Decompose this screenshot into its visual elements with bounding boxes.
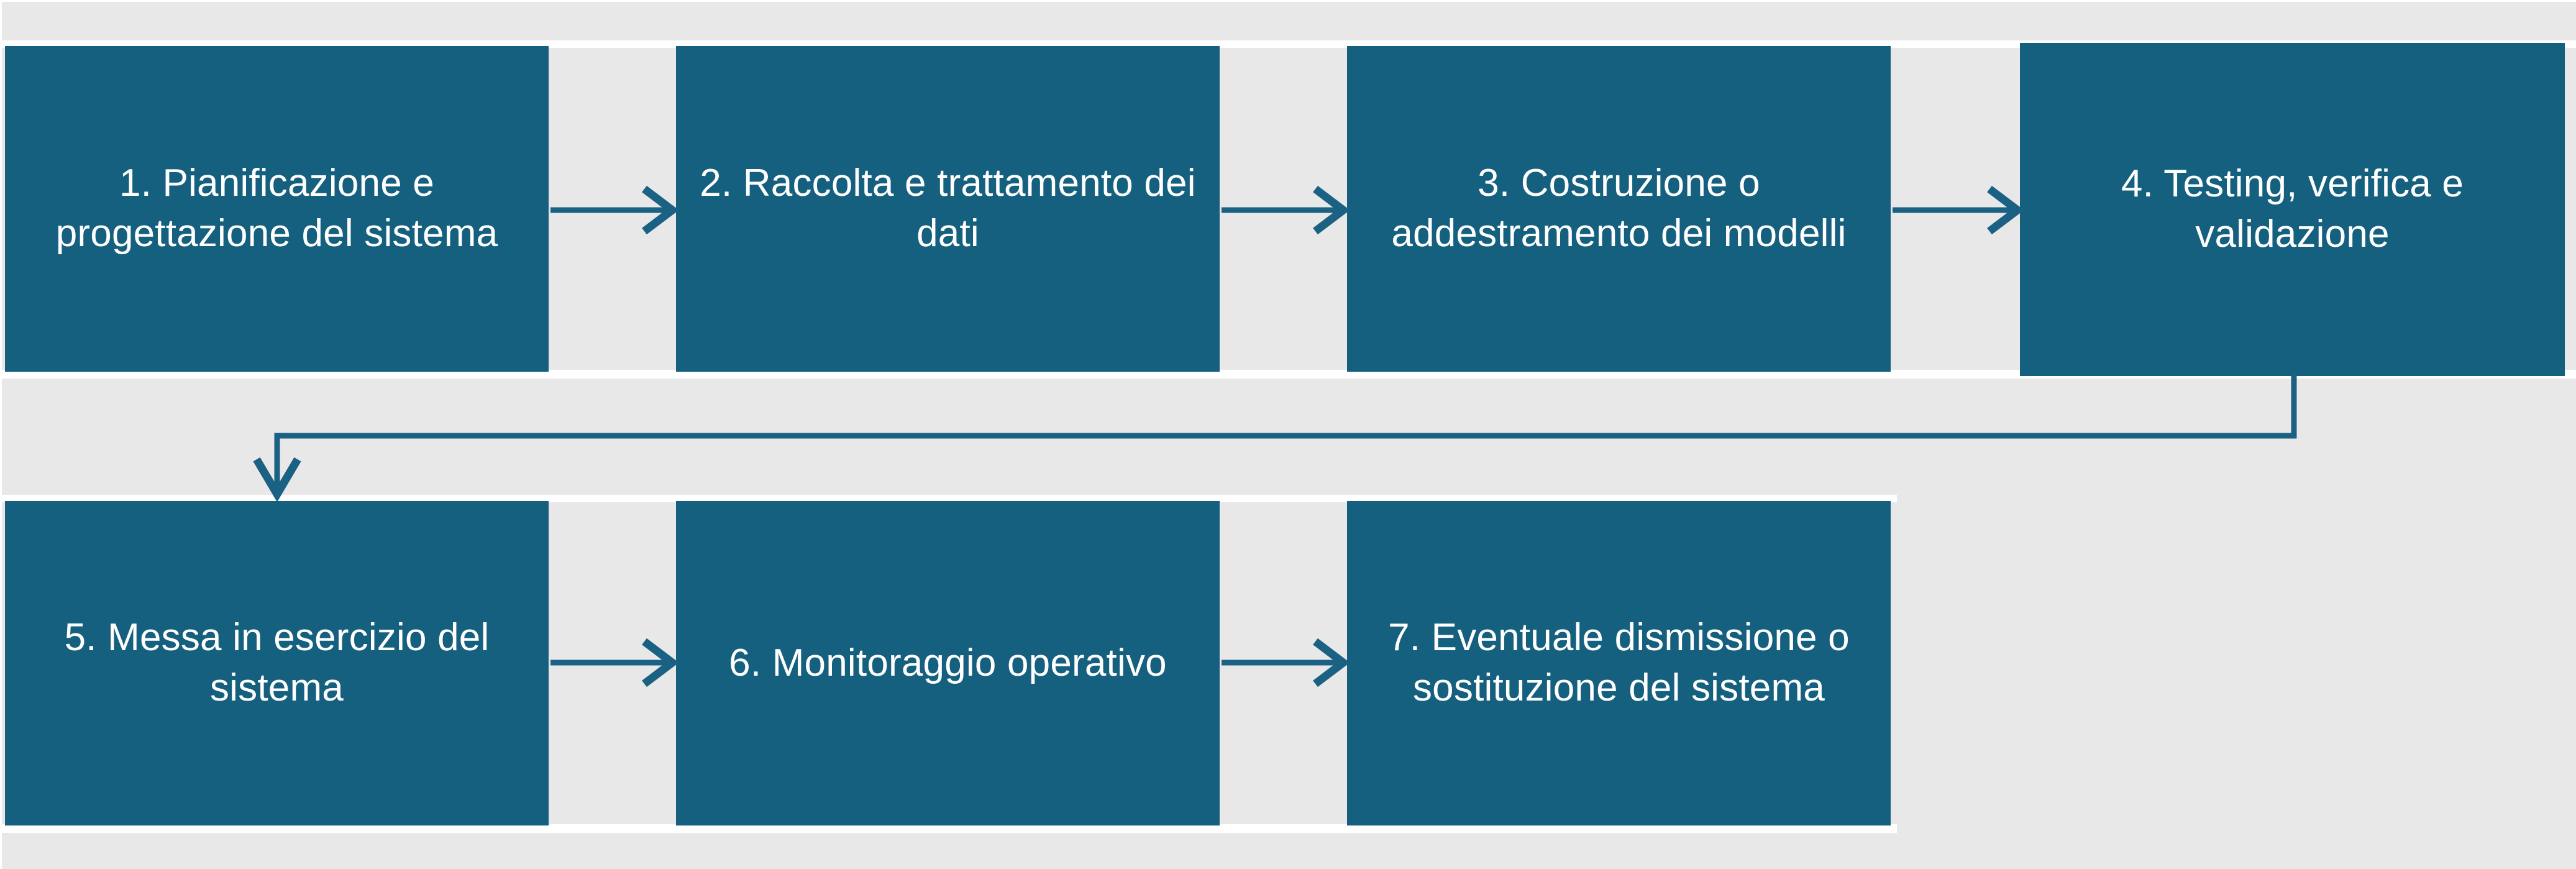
- node-step-2-label: 2. Raccolta e trattamento dei dati: [700, 162, 1196, 255]
- node-step-3-label: 3. Costruzione o addestramento dei model…: [1391, 162, 1847, 255]
- node-step-2[interactable]: 2. Raccolta e trattamento dei dati: [676, 46, 1220, 372]
- connector-arrow-5-6: [550, 638, 679, 687]
- node-step-6-label: 6. Monitoraggio operativo: [729, 641, 1167, 684]
- node-step-3[interactable]: 3. Costruzione o addestramento dei model…: [1347, 46, 1891, 372]
- node-step-5-label: 5. Messa in esercizio del sistema: [64, 616, 490, 709]
- row2-gutter-top: [2, 495, 1897, 502]
- node-step-7[interactable]: 7. Eventuale dismissione o sostituzione …: [1347, 501, 1891, 825]
- node-step-7-label: 7. Eventuale dismissione o sostituzione …: [1388, 616, 1850, 709]
- node-step-4-label: 4. Testing, verifica e validazione: [2121, 162, 2464, 255]
- row2-gutter-bottom: [2, 824, 1897, 833]
- node-step-4[interactable]: 4. Testing, verifica e validazione: [2020, 43, 2565, 376]
- connector-arrow-1-2: [550, 185, 679, 235]
- connector-arrow-6-7: [1222, 638, 1350, 687]
- node-step-6[interactable]: 6. Monitoraggio operativo: [676, 501, 1220, 825]
- connector-arrow-4-5: [253, 372, 2297, 502]
- node-step-5[interactable]: 5. Messa in esercizio del sistema: [5, 501, 549, 825]
- connector-arrow-2-3: [1222, 185, 1350, 235]
- node-step-1[interactable]: 1. Pianificazione e progettazione del si…: [5, 46, 549, 372]
- connector-arrow-3-4: [1893, 185, 2024, 235]
- row1-gutter: [2, 40, 2576, 48]
- node-step-1-label: 1. Pianificazione e progettazione del si…: [55, 162, 498, 255]
